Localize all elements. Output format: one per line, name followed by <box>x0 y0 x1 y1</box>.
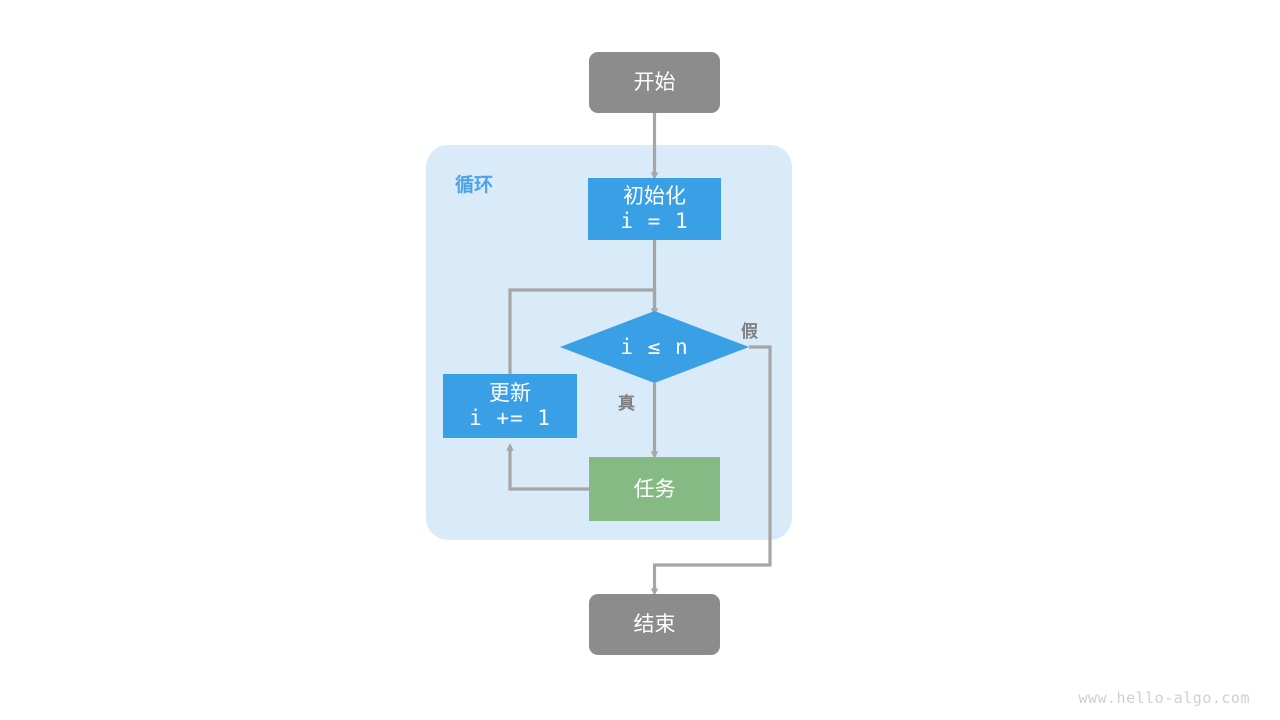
update-node-shape[interactable] <box>443 374 577 438</box>
start-node-shape[interactable] <box>589 52 720 113</box>
loop-container-label: 循环 <box>455 174 494 196</box>
task-node-shape[interactable] <box>589 457 720 521</box>
edge-update-to-condition <box>508 288 657 374</box>
edge-condition-false-to-end <box>650 345 772 597</box>
init-node-shape[interactable] <box>588 178 721 240</box>
end-node-shape[interactable] <box>589 594 720 655</box>
edge-label-false: 假 <box>741 322 758 342</box>
condition-node-shape[interactable] <box>560 311 749 383</box>
edge-label-true: 真 <box>618 394 635 414</box>
edge-task-to-update <box>506 442 589 491</box>
watermark: www.hello-algo.com <box>1078 689 1250 707</box>
